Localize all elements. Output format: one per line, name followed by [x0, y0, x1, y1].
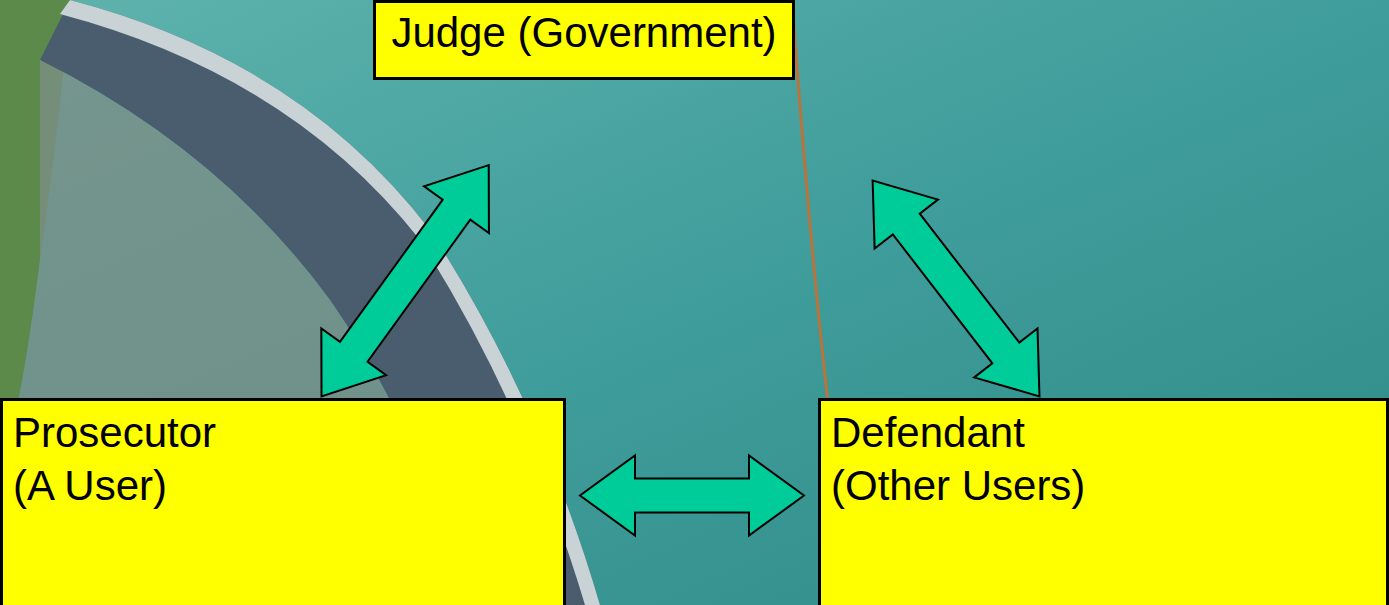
node-label: Prosecutor (A User)	[13, 407, 243, 512]
node-label: Judge (Government)	[391, 7, 776, 60]
prosecutor-box: Prosecutor (A User)	[0, 398, 566, 605]
double-block-arrow	[580, 456, 804, 536]
double-block-arrow	[321, 165, 489, 396]
node-label: Defendant (Other Users)	[831, 407, 1116, 512]
double-block-arrow	[873, 180, 1040, 396]
judge-box: Judge (Government)	[373, 0, 795, 80]
defendant-box: Defendant (Other Users)	[818, 398, 1389, 605]
